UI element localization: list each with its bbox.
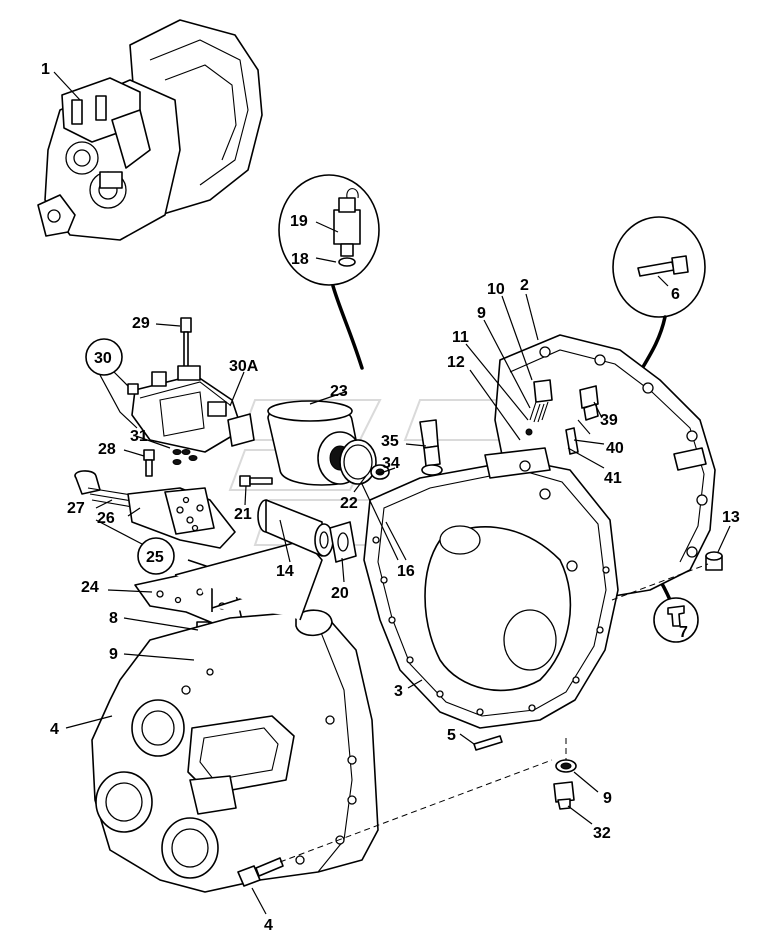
fitting-35 — [419, 419, 443, 476]
label-18: 18 — [291, 251, 309, 268]
screw-29 — [180, 317, 192, 369]
label-10: 10 — [487, 281, 505, 298]
label-28: 28 — [98, 441, 116, 458]
solenoid-valve-block — [127, 365, 255, 453]
label-41: 41 — [604, 470, 622, 487]
intermediate-housing — [363, 447, 619, 729]
label-23: 23 — [330, 383, 348, 400]
label-12: 12 — [447, 354, 465, 371]
label-11: 11 — [452, 329, 469, 346]
label-21: 21 — [234, 506, 252, 523]
label-22: 22 — [340, 495, 358, 512]
pin-40-41 — [565, 419, 591, 455]
front-housing — [91, 539, 379, 893]
callout-bubble-bolt — [612, 216, 706, 374]
label-25: 25 — [146, 549, 164, 566]
label-2: 2 — [520, 277, 529, 294]
label-39: 39 — [600, 412, 618, 429]
label-29: 29 — [132, 315, 150, 332]
label-20: 20 — [331, 585, 349, 602]
part-labels: 1 19 18 6 2 10 9 11 12 29 30 30A 23 39 3… — [41, 61, 740, 934]
relief-valve-parts — [525, 379, 553, 436]
label-34: 34 — [382, 455, 400, 472]
label-32: 32 — [593, 825, 611, 842]
label-19: 19 — [290, 213, 308, 230]
plug-32 — [553, 781, 575, 810]
label-26: 26 — [97, 510, 115, 527]
bubble-30 — [85, 338, 138, 429]
plug-39 — [579, 385, 599, 421]
label-8: 8 — [109, 610, 118, 627]
label-14: 14 — [276, 563, 294, 580]
label-27: 27 — [67, 500, 85, 517]
label-3: 3 — [394, 683, 403, 700]
washer-9-lower — [555, 759, 577, 773]
bolt-4 — [237, 857, 284, 887]
label-31: 31 — [130, 428, 148, 445]
assembly-axis-line — [279, 759, 553, 863]
label-16: 16 — [397, 563, 415, 580]
transmission-assembly — [37, 19, 263, 241]
bubble-25 — [95, 519, 175, 575]
label-9-bottom: 9 — [603, 790, 612, 807]
tube-14 — [257, 499, 334, 557]
label-24: 24 — [81, 579, 99, 596]
plug-13 — [705, 551, 723, 571]
label-40: 40 — [606, 440, 624, 457]
label-4-housing: 4 — [50, 721, 59, 738]
dowel-5 — [473, 735, 503, 751]
label-9-top: 9 — [477, 305, 486, 322]
label-5: 5 — [447, 727, 456, 744]
gasket-20 — [329, 521, 357, 563]
plug-axis-line — [611, 563, 709, 601]
label-9-mid: 9 — [109, 646, 118, 663]
callout-bubble-solenoid — [278, 174, 380, 370]
label-35: 35 — [381, 433, 399, 450]
label-6: 6 — [671, 286, 680, 303]
fitting-34 — [370, 464, 390, 480]
label-30a: 30A — [229, 358, 259, 375]
label-30: 30 — [94, 350, 112, 367]
valve-body — [74, 470, 236, 549]
seal-22 — [339, 439, 377, 485]
bolt-21 — [239, 475, 273, 487]
label-7: 7 — [679, 624, 688, 641]
washers-31 — [172, 449, 198, 465]
screw-28 — [143, 449, 155, 477]
label-1: 1 — [41, 61, 50, 78]
leader-lines — [53, 71, 731, 915]
label-4-bolt: 4 — [264, 917, 273, 934]
label-13: 13 — [722, 509, 740, 526]
